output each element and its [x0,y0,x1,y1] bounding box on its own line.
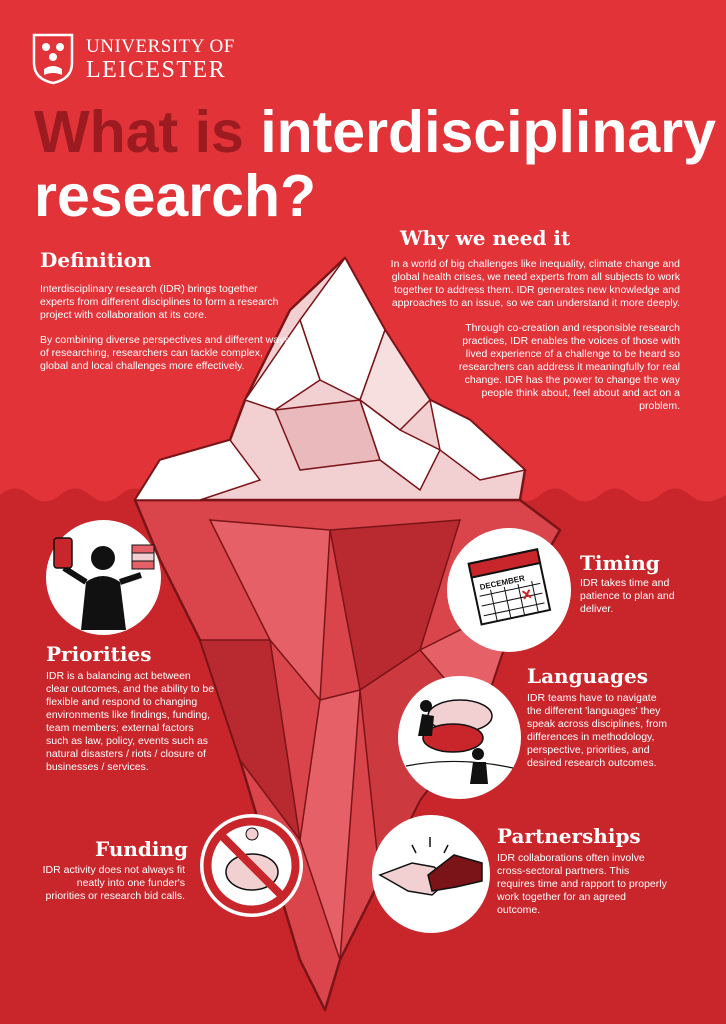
handshake-icon [378,837,483,896]
why-paragraph-2: Through co-creation and responsible rese… [458,322,680,412]
university-logo: UNIVERSITY OF LEICESTER [32,33,235,85]
languages-text: IDR teams have to navigate the different… [527,692,668,769]
why-text: In a world of big challenges like inequa… [390,258,680,425]
definition-heading: Definition [40,248,152,272]
definition-paragraph-1: Interdisciplinary research (IDR) brings … [40,283,279,321]
timing-illustration: DECEMBER [447,528,571,652]
crest-icon [32,33,74,85]
logo-line-1: UNIVERSITY OF [86,35,235,57]
definition-paragraph-2: By combining diverse perspectives and di… [40,334,290,372]
funding-text: IDR activity does not always fit neatly … [42,864,185,902]
funding-illustration [200,814,303,917]
timing-heading: Timing [580,551,660,575]
title-part-2: interdisciplinary [260,99,716,165]
why-heading: Why we need it [400,226,571,250]
title-part-1: What is [34,99,244,165]
partnerships-text: IDR collaborations often involve cross-s… [497,852,667,916]
languages-illustration [398,676,521,799]
calendar-icon: DECEMBER [467,548,552,626]
priorities-heading: Priorities [46,642,152,666]
logo-line-2: LEICESTER [86,56,227,83]
no-piggy-bank-icon [203,817,300,914]
priorities-illustration [46,520,161,635]
title-part-3: research? [34,163,317,229]
funding-heading: Funding [95,837,189,861]
juggling-person-icon [53,537,155,630]
why-paragraph-1: In a world of big challenges like inequa… [390,258,680,309]
partnerships-illustration [372,815,490,933]
priorities-text: IDR is a balancing act between clear out… [46,670,215,773]
timing-text: IDR takes time and patience to plan and … [580,577,675,615]
page-title: What is interdisciplinary research? [34,100,716,228]
partnerships-heading: Partnerships [497,824,641,848]
definition-text: Interdisciplinary research (IDR) brings … [40,283,290,385]
languages-heading: Languages [527,664,649,688]
speech-bubbles-icon [405,699,514,784]
